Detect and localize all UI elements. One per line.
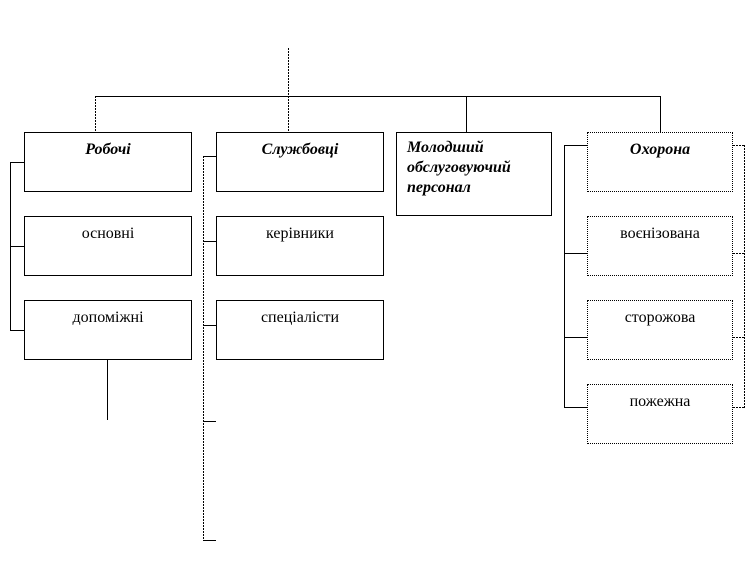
box-okhorona-label: Охорона [629, 141, 691, 158]
box-spetsialisty-label: спеціалісти [260, 309, 340, 326]
box-sluzhbovtsi-label: Службовці [261, 141, 339, 158]
box-sluzhbovtsi: Службовці [216, 132, 384, 192]
box-okhorona: Охорона [587, 132, 733, 192]
box-spetsialisty: спеціалісти [216, 300, 384, 360]
connector-bracket-okhorona-right [733, 145, 745, 408]
box-pozhezhna-label: пожежна [629, 393, 691, 410]
connector-bracket-robochi [10, 162, 24, 331]
box-voienizovana-label: воєнізована [620, 225, 700, 242]
box-molodshyi-line-1: Молодший [407, 139, 484, 156]
box-osnovni-label: основні [81, 225, 135, 242]
box-storozhova: сторожова [587, 300, 733, 360]
box-voienizovana: воєнізована [587, 216, 733, 276]
box-molodshyi-label: Молодший обслуговуючий персонал [407, 138, 547, 198]
box-molodshyi-line-2: обслуговуючий [407, 159, 511, 176]
box-pozhezhna: пожежна [587, 384, 733, 444]
box-robochi: Робочі [24, 132, 192, 192]
box-dopomizhni-label: допоміжні [72, 309, 144, 326]
box-robochi-label: Робочі [85, 141, 131, 158]
connector-bracket-sluzhbovtsi [203, 156, 216, 541]
box-osnovni: основні [24, 216, 192, 276]
box-molodshyi-line-3: персонал [407, 179, 471, 196]
connector-bracket-okhorona-left [564, 145, 587, 408]
box-kerivnyky: керівники [216, 216, 384, 276]
box-molodshyi: Молодший обслуговуючий персонал [396, 132, 552, 216]
box-dopomizhni: допоміжні [24, 300, 192, 360]
box-storozhova-label: сторожова [624, 309, 696, 326]
box-kerivnyky-label: керівники [266, 225, 334, 242]
